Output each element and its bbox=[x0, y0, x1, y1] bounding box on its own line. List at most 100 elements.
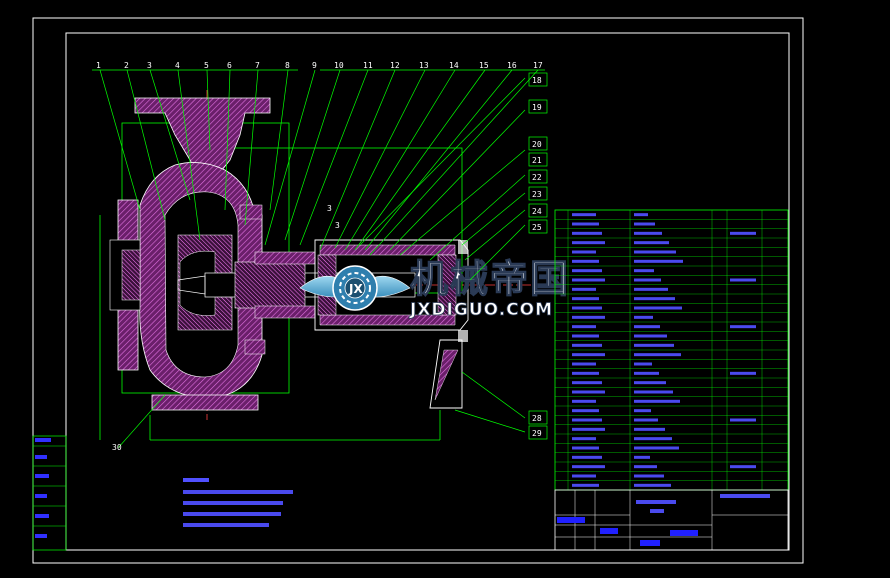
section-mark-b: 3 bbox=[335, 221, 340, 230]
table-cell-text bbox=[572, 474, 596, 478]
watermark-en: JXDIGUO.COM bbox=[409, 300, 553, 320]
table-cell-text bbox=[634, 483, 671, 487]
table-cell-text bbox=[572, 269, 602, 273]
callouts-top: 1 2 3 4 5 6 7 8 9 10 11 12 13 14 15 16 1… bbox=[96, 61, 543, 70]
callout-16: 16 bbox=[507, 61, 517, 70]
table-cell-text bbox=[634, 306, 682, 310]
table-cell-text bbox=[634, 465, 657, 469]
table-cell-text bbox=[730, 418, 756, 422]
callout-5: 5 bbox=[204, 61, 209, 70]
table-cell-text bbox=[634, 241, 669, 245]
bearing-housing bbox=[314, 239, 469, 409]
callout-11: 11 bbox=[363, 61, 373, 70]
table-cell-text bbox=[730, 325, 756, 329]
table-cell-text bbox=[634, 269, 654, 273]
callout-18: 18 bbox=[532, 76, 542, 85]
callout-8: 8 bbox=[285, 61, 290, 70]
leader-lines bbox=[92, 69, 545, 449]
table-cell-text bbox=[634, 455, 650, 459]
callout-23: 23 bbox=[532, 190, 542, 199]
table-cell-text bbox=[634, 287, 668, 291]
table-cell-text bbox=[634, 343, 674, 347]
table-cell-text bbox=[634, 231, 662, 235]
table-cell-text bbox=[572, 325, 596, 329]
table-cell-text bbox=[572, 381, 602, 385]
table-cell-text bbox=[572, 390, 605, 394]
section-mark-a: 3 bbox=[327, 204, 332, 213]
table-cell-text bbox=[572, 287, 596, 291]
callouts-right: 18 19 20 21 22 23 24 25 28 29 30 3 3 bbox=[112, 72, 548, 452]
table-cell-text bbox=[634, 297, 675, 301]
table-cell-text bbox=[634, 399, 680, 403]
title-block bbox=[554, 489, 789, 551]
table-cell-text bbox=[634, 381, 666, 385]
callout-7: 7 bbox=[255, 61, 260, 70]
callout-25: 25 bbox=[532, 223, 542, 232]
callout-15: 15 bbox=[479, 61, 489, 70]
table-cell-text bbox=[572, 455, 602, 459]
callout-14: 14 bbox=[449, 61, 459, 70]
left-margin-title-strip bbox=[32, 435, 67, 551]
table-cell-text bbox=[634, 371, 659, 375]
table-cell-text bbox=[634, 437, 672, 441]
table-cell-text bbox=[634, 278, 661, 282]
table-cell-text bbox=[572, 399, 596, 403]
callout-24: 24 bbox=[532, 207, 542, 216]
table-cell-text bbox=[572, 250, 596, 254]
table-cell-text bbox=[634, 222, 655, 226]
callout-13: 13 bbox=[419, 61, 429, 70]
callout-4: 4 bbox=[175, 61, 180, 70]
outer-border bbox=[32, 17, 804, 564]
technical-notes bbox=[183, 478, 293, 527]
table-cell-text bbox=[634, 315, 653, 319]
table-cell-text bbox=[572, 353, 605, 357]
table-cell-text bbox=[572, 343, 602, 347]
table-cell-text bbox=[572, 409, 599, 413]
table-cell-text bbox=[572, 306, 602, 310]
table-cell-text bbox=[634, 362, 652, 366]
table-cell-text bbox=[572, 241, 605, 245]
pump-volute-casing bbox=[109, 97, 271, 411]
callout-6: 6 bbox=[227, 61, 232, 70]
table-cell-text bbox=[572, 334, 599, 338]
table-cell-text bbox=[572, 315, 605, 319]
callout-1: 1 bbox=[96, 61, 101, 70]
table-cell-text bbox=[634, 259, 683, 263]
table-cell-text bbox=[634, 474, 664, 478]
callout-19: 19 bbox=[532, 103, 542, 112]
table-cell-text bbox=[634, 418, 658, 422]
table-cell-text bbox=[634, 213, 648, 217]
inner-border bbox=[65, 32, 790, 551]
parts-list-table bbox=[554, 209, 789, 491]
table-cell-text bbox=[572, 418, 602, 422]
table-cell-text bbox=[730, 231, 756, 235]
table-cell-text bbox=[634, 250, 676, 254]
table-cell-text bbox=[634, 334, 667, 338]
table-cell-text bbox=[730, 278, 756, 282]
table-cell-text bbox=[572, 259, 599, 263]
table-cell-text bbox=[572, 371, 599, 375]
table-cell-text bbox=[572, 213, 596, 217]
table-cell-text bbox=[730, 371, 756, 375]
table-cell-text bbox=[572, 278, 605, 282]
table-cell-text bbox=[634, 409, 651, 413]
callout-21: 21 bbox=[532, 156, 542, 165]
callout-17: 17 bbox=[533, 61, 543, 70]
watermark-logo: JX 机械帝国 JXDIGUO.COM bbox=[299, 256, 570, 320]
callout-12: 12 bbox=[390, 61, 400, 70]
svg-text:JX: JX bbox=[348, 282, 363, 296]
table-cell-text bbox=[572, 362, 596, 366]
callout-2: 2 bbox=[124, 61, 129, 70]
watermark-cn: 机械帝国 bbox=[410, 257, 570, 301]
table-cell-text bbox=[572, 297, 599, 301]
table-cell-text bbox=[634, 427, 665, 431]
table-cell-text bbox=[634, 353, 681, 357]
table-cell-text bbox=[572, 446, 599, 450]
table-cell-text bbox=[572, 231, 602, 235]
callout-30: 30 bbox=[112, 443, 122, 452]
table-cell-text bbox=[572, 465, 605, 469]
gear-wings-logo-icon: JX bbox=[299, 265, 411, 311]
table-cell-text bbox=[730, 465, 756, 469]
table-cell-text bbox=[572, 222, 599, 226]
